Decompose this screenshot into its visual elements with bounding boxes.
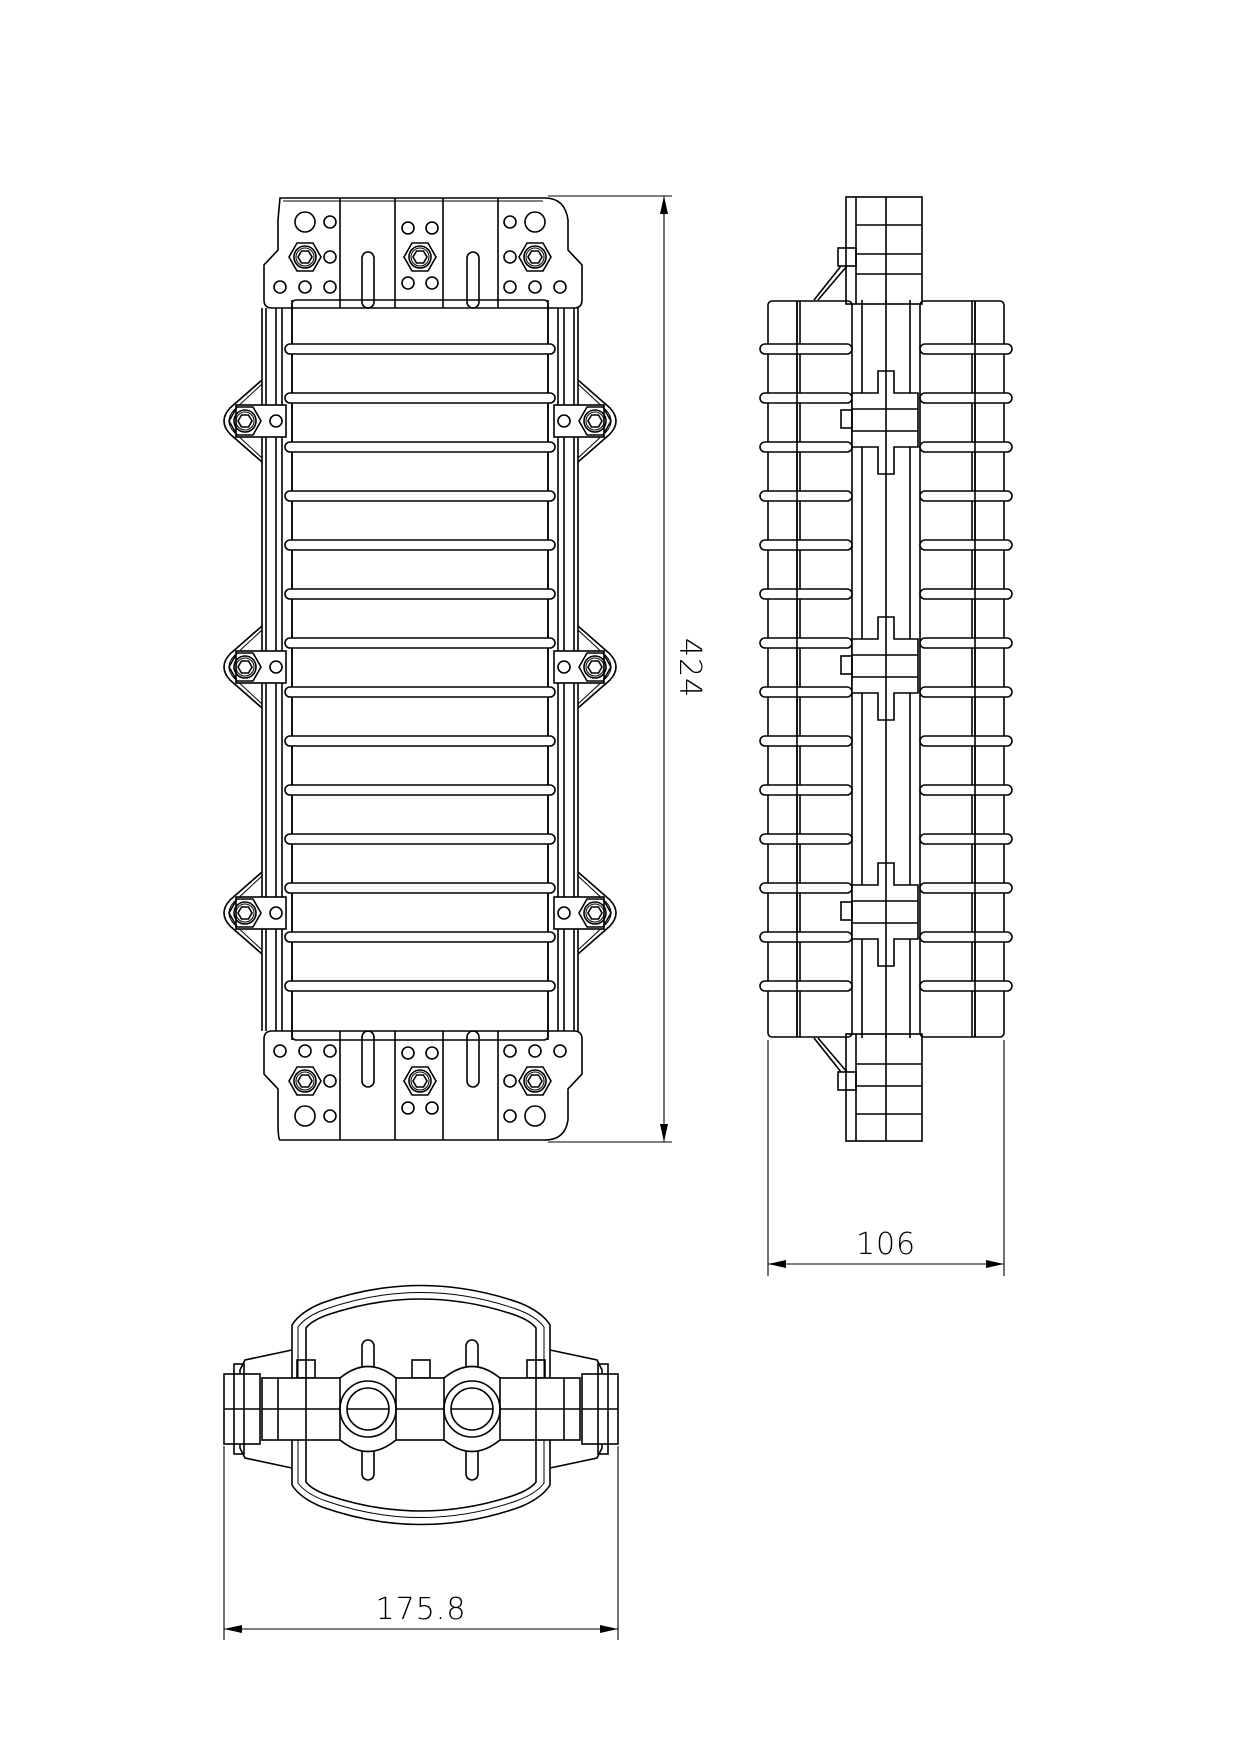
dimension-depth: 106: [767, 1040, 1005, 1276]
hex-bolt-icon: [403, 242, 437, 272]
dimension-width: 175.8: [223, 1446, 619, 1640]
dimension-height-label: 424: [672, 638, 707, 698]
side-view: [759, 196, 1013, 1142]
dimension-depth-label: 106: [856, 1227, 916, 1262]
hex-bolt-icon: [403, 1066, 437, 1096]
end-view: [223, 1284, 619, 1526]
top-end-plate: [263, 197, 583, 309]
dimension-height: 424: [548, 195, 707, 1143]
hex-bolt-icon: [518, 242, 552, 272]
dimension-width-label: 175.8: [376, 1592, 467, 1627]
side-clamps: [223, 379, 617, 955]
ribs: [284, 343, 556, 992]
front-view: [223, 197, 617, 1141]
side-ribs: [759, 301, 1013, 1037]
cross-connectors: [840, 370, 919, 967]
hex-bolt-icon: [288, 1066, 322, 1096]
cable-ports: [339, 1365, 501, 1453]
bottom-end-plate: [263, 1030, 583, 1141]
body-frame: [261, 299, 579, 1041]
hex-bolt-icon: [288, 242, 322, 272]
hex-bolt-icon: [518, 1066, 552, 1096]
